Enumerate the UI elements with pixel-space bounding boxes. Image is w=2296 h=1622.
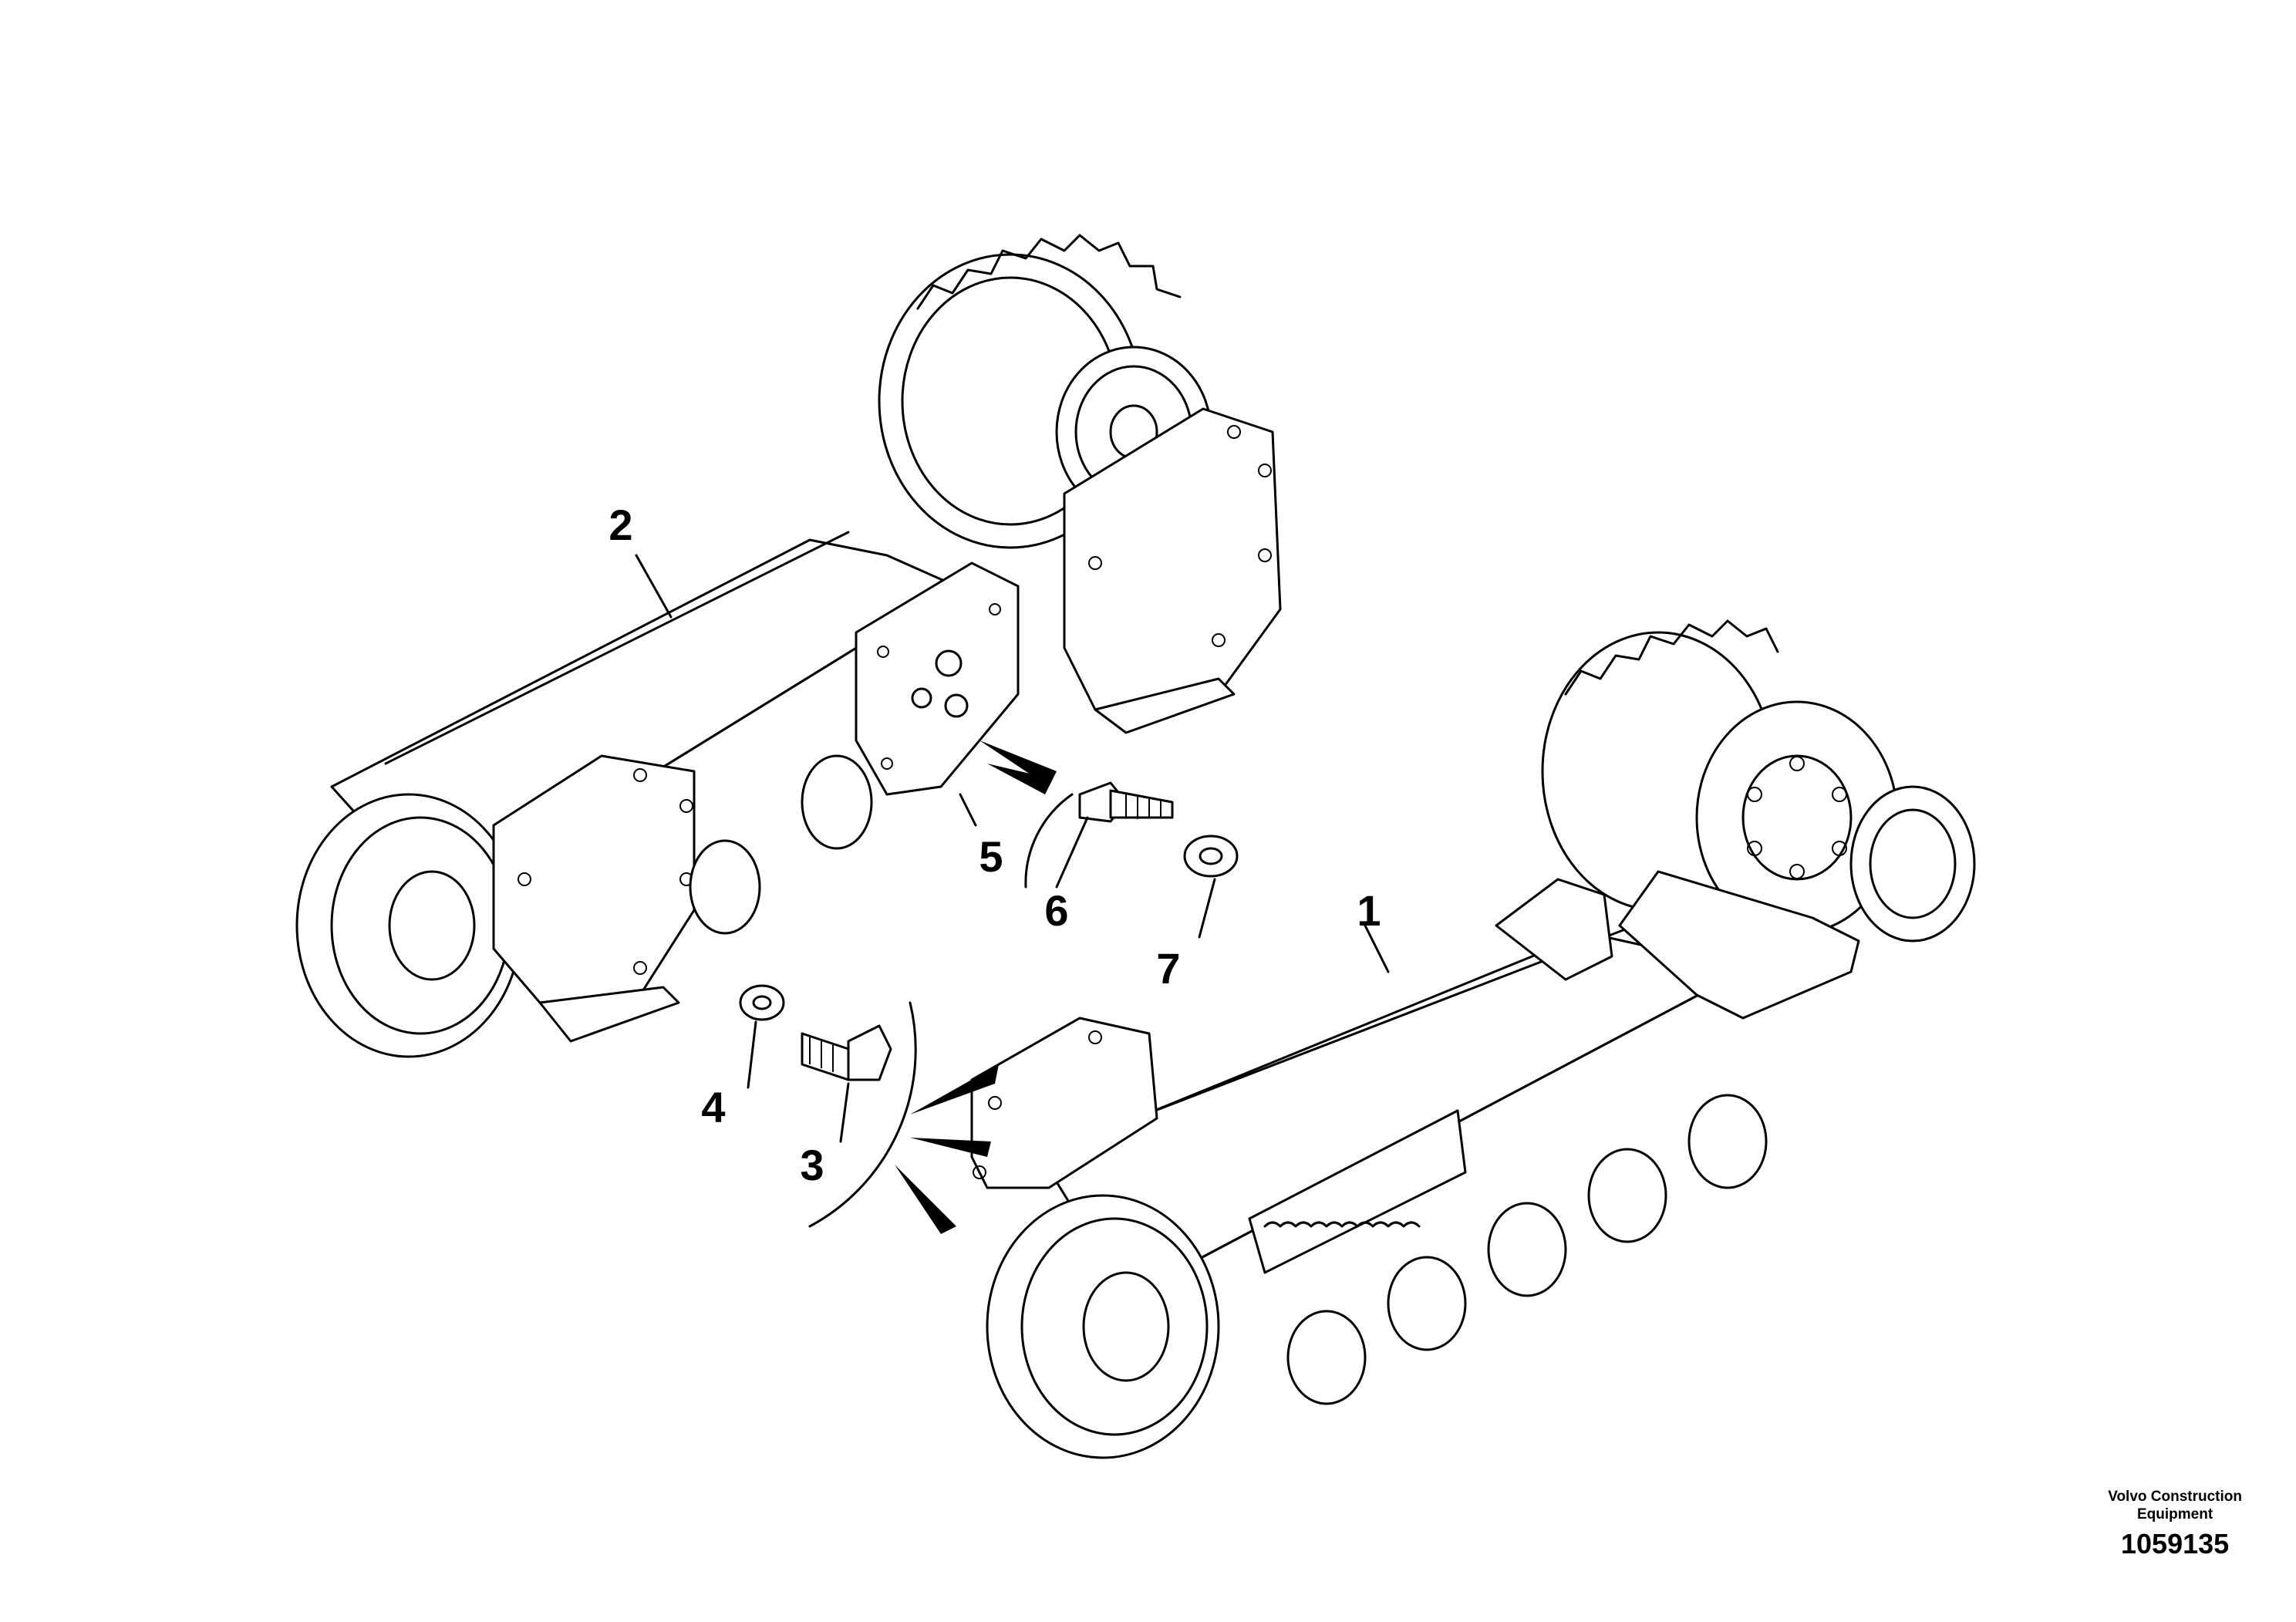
washer-4-drawing [739, 984, 785, 1021]
leader-7 [1198, 878, 1216, 939]
callout-7: 7 [1156, 944, 1180, 993]
leader-1 [1364, 924, 1390, 973]
leader-3 [839, 1082, 850, 1143]
lower-front-idler [986, 1194, 1220, 1459]
upper-track-rollers [689, 754, 873, 935]
brand-line-1: Volvo Construction [2108, 1489, 2242, 1505]
callout-5: 5 [979, 832, 1003, 881]
drawing-footer: Volvo Construction Equipment 1059135 [2108, 1488, 2242, 1560]
bolt-6-drawing [1078, 781, 1174, 823]
upper-front-mount-plate [492, 754, 696, 1043]
lower-track-rollers [1286, 1094, 1768, 1405]
callout-1: 1 [1357, 886, 1381, 935]
detail-bolt-6-7 [979, 740, 1239, 889]
lower-front-mount-plate [970, 1017, 1158, 1189]
washer-7-drawing [1183, 835, 1239, 878]
leader-4 [747, 1020, 757, 1089]
track-frame-1 [970, 619, 1976, 1459]
leader-5 [959, 793, 977, 827]
lower-rear-bracket [1495, 870, 1860, 1020]
lower-drive-sprocket [1541, 619, 1976, 943]
callout-2: 2 [609, 501, 632, 549]
upper-rear-mount-plate [1063, 407, 1282, 734]
brand-line-2: Equipment [2137, 1506, 2213, 1523]
upper-front-idler [295, 793, 522, 1058]
callout-4: 4 [701, 1083, 725, 1131]
leader-lines [635, 554, 1390, 1143]
callout-3: 3 [800, 1141, 824, 1189]
callout-labels: 1 2 3 4 5 6 7 [609, 501, 1381, 1189]
bolt-3-drawing [801, 1024, 892, 1081]
drawing-number: 1059135 [2121, 1528, 2230, 1560]
leader-6 [1055, 816, 1089, 889]
callout-6: 6 [1044, 886, 1068, 935]
detail-bolt-3-4 [739, 984, 999, 1234]
leader-2 [635, 554, 673, 619]
track-frame-2 [295, 234, 1282, 1058]
